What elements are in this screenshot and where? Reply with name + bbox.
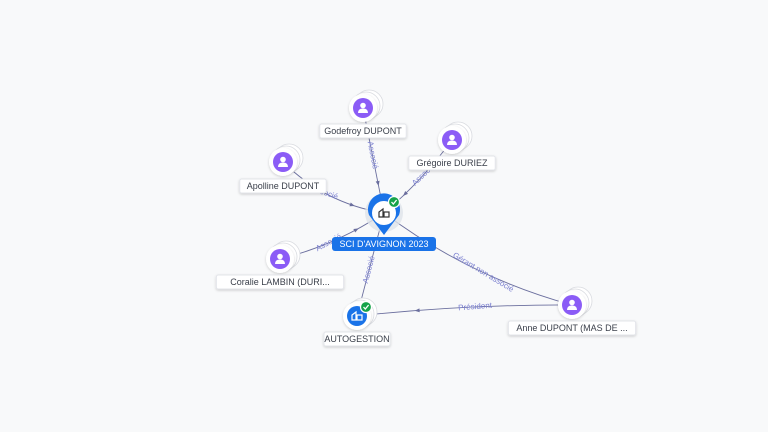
node-label-box (239, 178, 327, 194)
person-icon (567, 299, 577, 310)
edge-line (383, 212, 573, 306)
node-label-box (408, 155, 496, 171)
edge-line (356, 304, 573, 317)
edge-label: Gérant non associé (451, 250, 516, 294)
edge-arrow (414, 308, 420, 313)
edge-label: Président (458, 301, 493, 313)
node-label: Anne DUPONT (MAS DE ... (516, 323, 627, 333)
edge-arrow (353, 228, 359, 233)
node-label-box (215, 274, 345, 290)
person-icon (278, 156, 288, 167)
person-icon (447, 134, 457, 145)
node-label: Coralie LAMBIN (DURI... (230, 277, 330, 287)
person-icon (275, 253, 285, 264)
node-godefroy[interactable]: Godefroy DUPONT (319, 89, 407, 139)
node-label: SCI D'AVIGNON 2023 (339, 239, 428, 249)
building-icon (351, 310, 363, 321)
edge-anne-autogestion: Président (356, 301, 573, 317)
building-icon (378, 207, 390, 218)
node-gregoire[interactable]: Grégoire DURIEZ (408, 121, 496, 171)
node-label-box (319, 123, 407, 139)
node-label: Apolline DUPONT (247, 181, 320, 191)
edge-label: Associé (361, 254, 377, 284)
node-label: AUTOGESTION (324, 334, 389, 344)
node-label-box (323, 331, 391, 347)
node-anne[interactable]: Anne DUPONT (MAS DE ... (507, 286, 637, 336)
focus-label-box (332, 237, 436, 251)
verified-check-icon (359, 300, 373, 314)
node-coralie[interactable]: Coralie LAMBIN (DURI... (215, 240, 345, 290)
node-sci[interactable]: SCI D'AVIGNON 2023 (332, 193, 436, 251)
node-label: Grégoire DURIEZ (416, 158, 488, 168)
edge-arrow (375, 180, 380, 187)
edge-anne-sci: Gérant non associé (383, 212, 573, 306)
person-icon (358, 102, 368, 113)
edge-arrow (349, 202, 355, 207)
nodes-layer: SCI D'AVIGNON 2023 Godefroy DUPONT Grégoir… (215, 89, 637, 347)
verified-check-icon (387, 195, 401, 209)
node-apolline[interactable]: Apolline DUPONT (239, 143, 327, 194)
node-autogestion[interactable]: AUTOGESTION (323, 297, 391, 347)
node-label-box (507, 320, 637, 336)
node-label: Godefroy DUPONT (324, 126, 402, 136)
edge-label: Associé (366, 141, 380, 171)
edge-arrow (403, 191, 408, 196)
